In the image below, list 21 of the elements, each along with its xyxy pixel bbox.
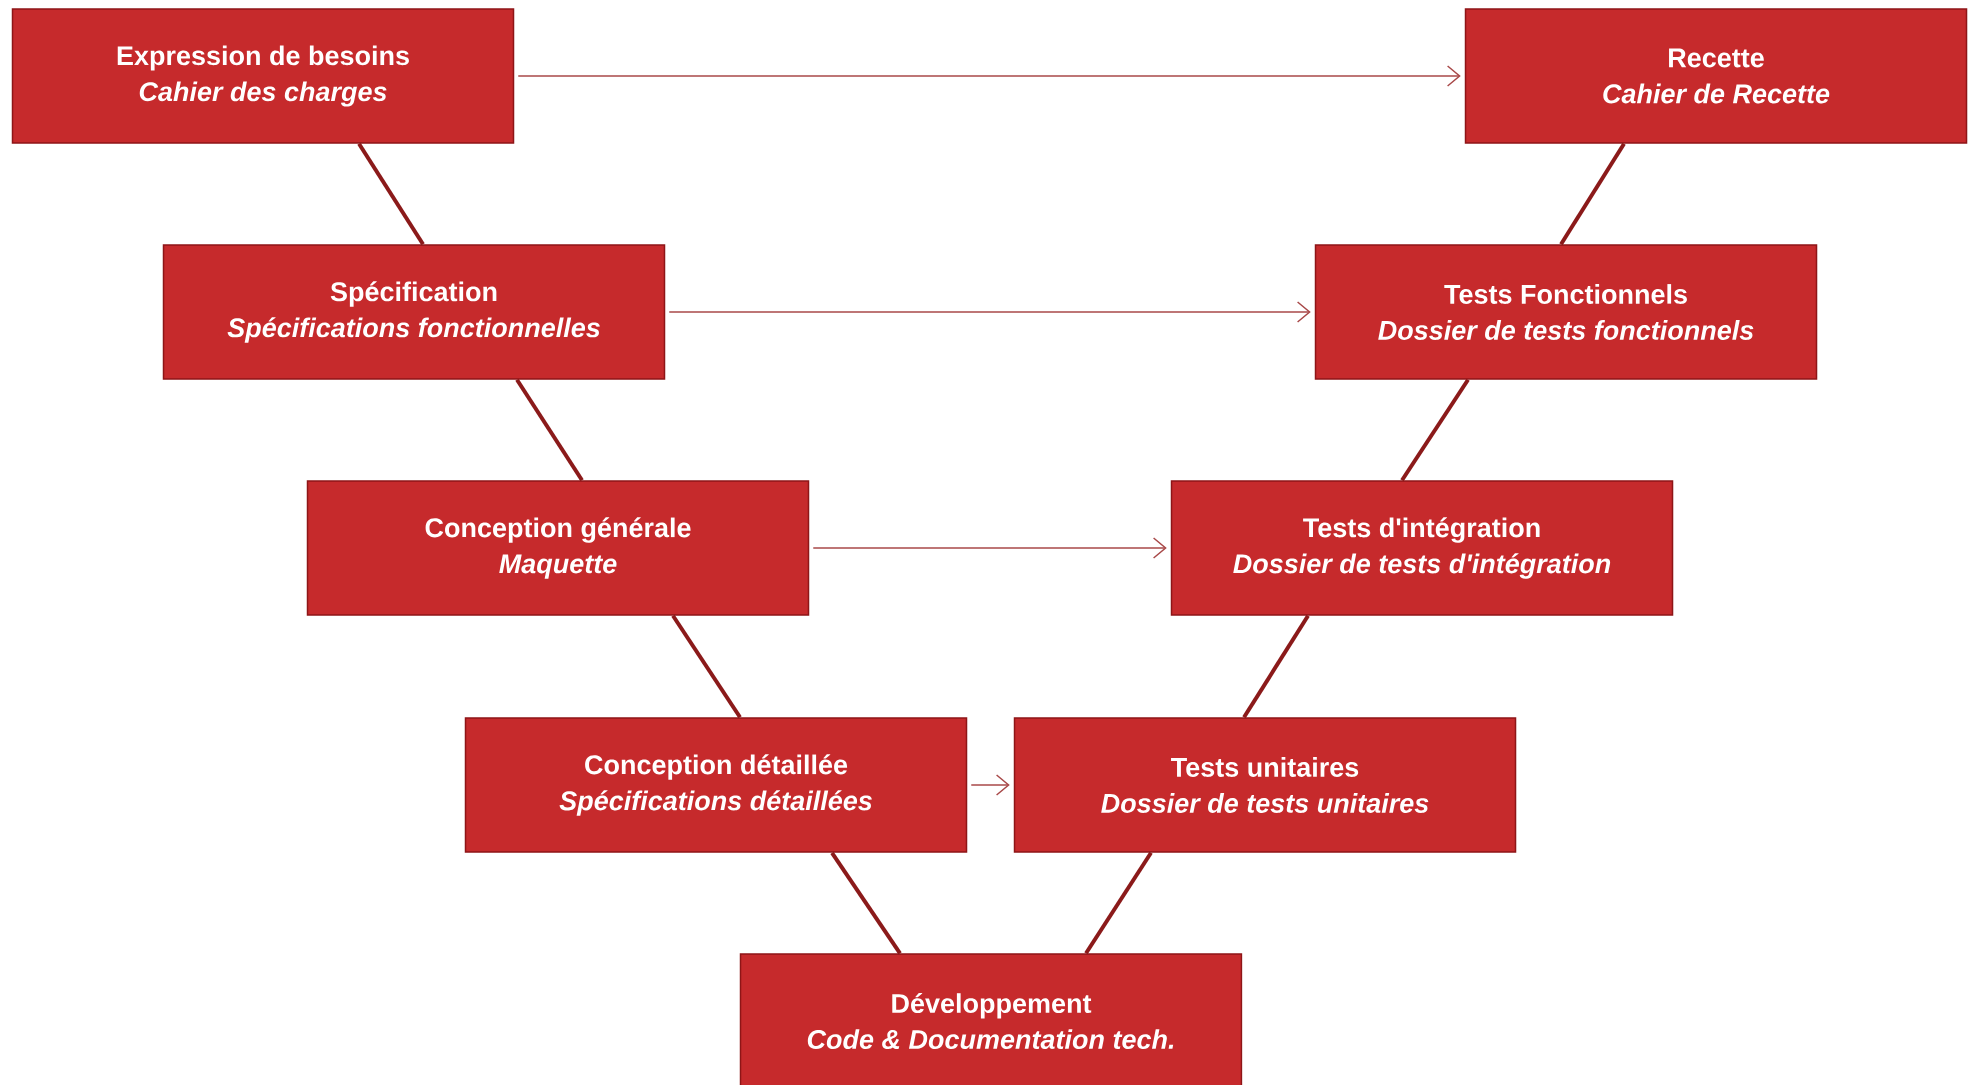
arrow <box>668 301 1311 323</box>
connector-line <box>830 851 902 955</box>
stage-box: Tests Fonctionnels Dossier de tests fonctionnels <box>1314 244 1818 380</box>
connector-line <box>357 142 425 246</box>
connector-line <box>671 614 742 719</box>
arrow <box>812 537 1167 559</box>
stage-box: Recette Cahier de Recette <box>1464 8 1968 144</box>
stage-box: Conception détaillée Spécifications détaillées <box>464 717 968 853</box>
connector-line <box>515 378 584 482</box>
stage-box: Tests d'intégration Dossier de tests d'intégration <box>1170 480 1674 616</box>
stage-box: Spécification Spécifications fonctionnelles <box>162 244 666 380</box>
connector-line <box>1242 614 1310 719</box>
stage-box: Conception générale Maquette <box>306 480 810 616</box>
arrow <box>970 774 1010 796</box>
stage-box: Tests unitaires Dossier de tests unitaires <box>1013 717 1517 853</box>
stage-box: Expression de besoins Cahier des charges <box>11 8 515 144</box>
connector-line <box>1559 142 1626 246</box>
stage-box: Développement Code & Documentation tech. <box>739 953 1243 1085</box>
connector-line <box>1084 851 1153 955</box>
connector-line <box>1400 378 1470 482</box>
arrow <box>517 65 1461 87</box>
